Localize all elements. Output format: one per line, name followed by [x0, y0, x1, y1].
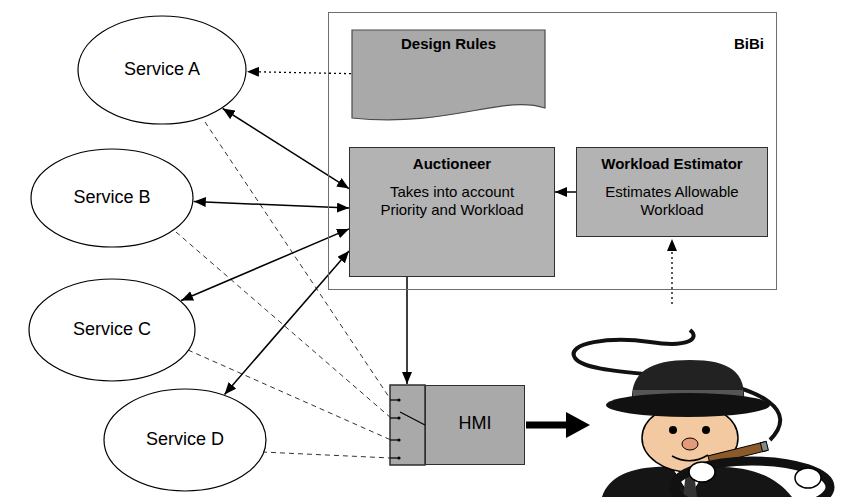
switch-symbol — [390, 385, 425, 465]
switch-symbol — [397, 398, 400, 459]
driver-illustration — [682, 438, 698, 450]
connector-arrow — [247, 72, 351, 74]
connector-arrow — [223, 108, 349, 188]
output-arrow — [526, 412, 590, 438]
process-box: Workload EstimatorEstimates Allowable Wo… — [576, 147, 768, 237]
service-ellipse-outline — [78, 16, 246, 124]
service-ellipse-outline — [29, 279, 195, 381]
switch-symbol — [397, 438, 400, 441]
switch-symbol — [397, 398, 400, 401]
driver-illustration — [672, 455, 708, 461]
driver-illustration — [606, 393, 770, 417]
control-arrow — [406, 277, 408, 384]
connector-arrow — [225, 251, 349, 394]
driver-illustration — [689, 462, 715, 482]
document-outline — [352, 30, 545, 120]
connector-arrow — [194, 201, 349, 208]
box-body: Estimates Allowable Workload — [602, 183, 742, 219]
driver-illustration — [795, 468, 821, 488]
connector-arrow — [181, 229, 349, 301]
connector-arrow — [555, 191, 576, 193]
hmi-box: HMI — [425, 385, 525, 465]
driver-illustration — [674, 461, 830, 497]
box-title: HMI — [459, 413, 492, 435]
document-shape: Design Rules — [351, 29, 546, 124]
service-ellipse-outline — [31, 149, 193, 247]
box-body: Takes into account Priority and Workload — [377, 183, 527, 219]
service-ellipse-outline — [104, 389, 266, 491]
switch-symbol — [390, 385, 425, 465]
output-arrow — [566, 412, 590, 438]
service-label: Service B — [73, 187, 150, 209]
service-wire — [262, 452, 391, 458]
driver-illustration — [760, 441, 768, 451]
frame-title: BiBi — [734, 35, 764, 53]
service-label: Service D — [146, 429, 224, 451]
driver-illustration — [669, 426, 677, 434]
system-frame: Design RulesAuctioneerTakes into account… — [328, 12, 777, 290]
service-ellipse: Service B — [30, 148, 194, 248]
box-title: Auctioneer — [413, 155, 491, 173]
service-label: Service A — [124, 59, 200, 81]
switch-symbol — [400, 412, 425, 425]
output-arrow — [526, 422, 570, 429]
service-label: Service C — [73, 319, 151, 341]
driver-illustration — [702, 426, 710, 434]
box-title: Design Rules — [401, 35, 496, 53]
box-title: Workload Estimator — [601, 155, 742, 173]
service-ellipse: Service D — [103, 388, 267, 492]
switch-symbol — [397, 416, 400, 419]
service-ellipse: Service C — [28, 278, 196, 382]
process-box: AuctioneerTakes into account Priority an… — [349, 147, 555, 277]
driver-illustration — [574, 330, 830, 497]
switch-symbol — [390, 400, 425, 458]
service-ellipse: Service A — [77, 15, 247, 125]
sensing-arrow — [671, 239, 672, 304]
switch-symbol — [397, 456, 400, 459]
